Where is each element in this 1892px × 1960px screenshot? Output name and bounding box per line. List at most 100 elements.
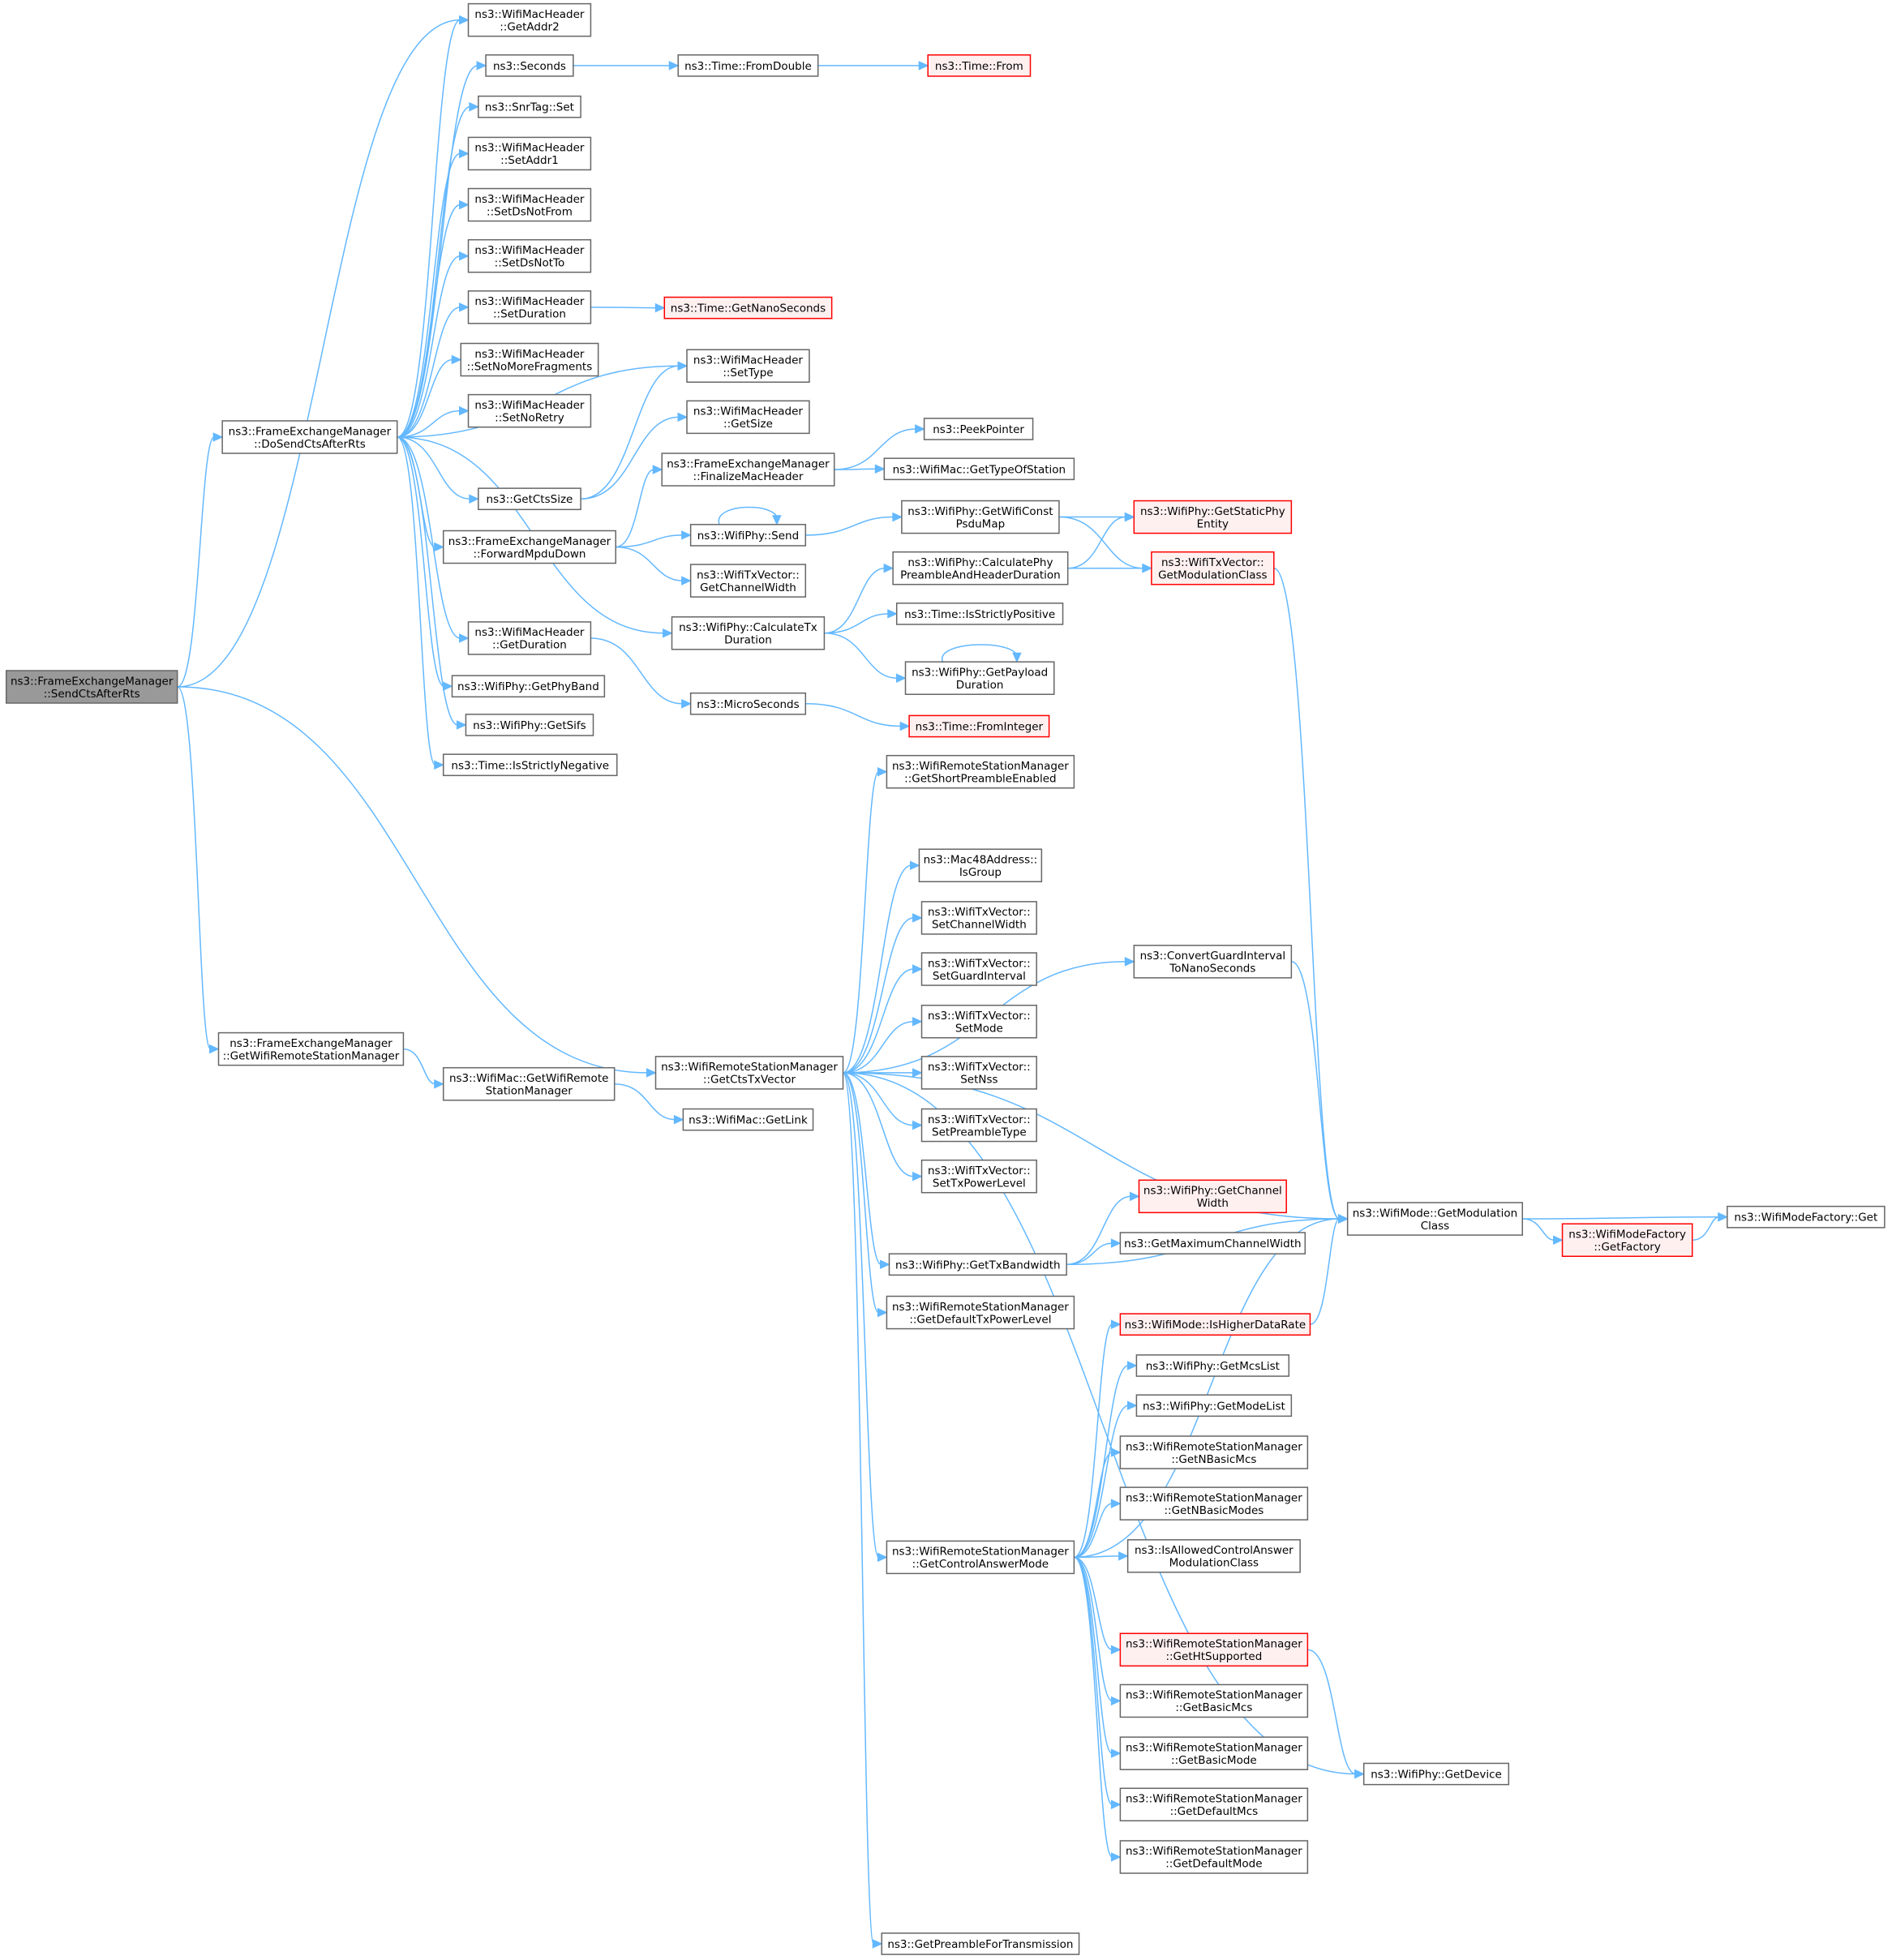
node-getduration[interactable]: ns3::WifiMacHeader::GetDuration	[467, 621, 592, 655]
node-setnoretry[interactable]: ns3::WifiMacHeader::SetNoRetry	[467, 393, 592, 428]
edge-getctstxvector-to-getdefaulttxpower	[843, 1072, 880, 1314]
node-getbasicmcs[interactable]: ns3::WifiRemoteStationManager::GetBasicM…	[1119, 1683, 1309, 1718]
node-physend[interactable]: ns3::WifiPhy::Send	[689, 524, 807, 547]
edge-gettxbw-to-phygetchannelwidth	[1066, 1195, 1131, 1265]
edge-getctstxvector-to-getpreamblefortx	[842, 1072, 874, 1945]
node-snrset[interactable]: ns3::SnrTag::Set	[478, 95, 581, 118]
arrowhead-getctstxvector-to-setchannelwidth	[912, 913, 923, 923]
node-setdsnotto[interactable]: ns3::WifiMacHeader::SetDsNotTo	[467, 238, 592, 273]
node-setchannelwidth[interactable]: ns3::WifiTxVector::SetChannelWidth	[920, 901, 1037, 935]
node-modegetmodclass[interactable]: ns3::WifiMode::GetModulationClass	[1346, 1202, 1524, 1236]
node-setpreamble[interactable]: ns3::WifiTxVector::SetPreambleType	[920, 1108, 1037, 1143]
node-dosend[interactable]: ns3::FrameExchangeManager::DoSendCtsAfte…	[221, 420, 398, 454]
node-settxpower[interactable]: ns3::WifiTxVector::SetTxPowerLevel	[920, 1159, 1037, 1194]
edge-getctstxvector-to-setmode	[843, 1020, 914, 1074]
node-getsize[interactable]: ns3::WifiMacHeader::GetSize	[686, 400, 810, 435]
node-gettxbw[interactable]: ns3::WifiPhy::GetTxBandwidth	[888, 1253, 1067, 1276]
node-box-getdefaultmode	[1119, 1840, 1309, 1874]
arrowhead-getcontrolanswer-to-getmcslist	[1126, 1361, 1138, 1370]
node-getaddr2[interactable]: ns3::WifiMacHeader::GetAddr2	[467, 2, 592, 37]
node-getnbasicmodes[interactable]: ns3::WifiRemoteStationManager::GetNBasic…	[1119, 1486, 1309, 1520]
edge-root-to-dosend	[177, 436, 215, 688]
node-gethtsupported[interactable]: ns3::WifiRemoteStationManager::GetHtSupp…	[1119, 1632, 1309, 1667]
edge-dosend-to-getsifs	[397, 436, 458, 726]
node-seconds[interactable]: ns3::Seconds	[485, 54, 574, 77]
node-root[interactable]: ns3::FrameExchangeManager::SendCtsAfterR…	[5, 670, 178, 704]
node-setmode[interactable]: ns3::WifiTxVector::SetMode	[920, 1004, 1037, 1039]
node-phygetchannelwidth[interactable]: ns3::WifiPhy::GetChannelWidth	[1138, 1179, 1287, 1214]
arrowhead-forwardmpdu-to-finalize	[652, 465, 663, 474]
node-box-modegetmodclass	[1346, 1202, 1524, 1236]
node-microseconds[interactable]: ns3::MicroSeconds	[689, 692, 807, 715]
node-isallowedctrl[interactable]: ns3::IsAllowedControlAnswerModulationCla…	[1126, 1539, 1301, 1573]
arrowhead-dosend-to-getduration	[459, 633, 470, 643]
node-getfactory[interactable]: ns3::WifiModeFactory::GetFactory	[1561, 1223, 1693, 1257]
node-getnbasicmcs[interactable]: ns3::WifiRemoteStationManager::GetNBasic…	[1119, 1435, 1309, 1469]
node-label-getnbasicmcs-0: ns3::WifiRemoteStationManager	[1126, 1440, 1302, 1453]
node-box-microseconds	[689, 692, 807, 715]
node-getdefaultmode[interactable]: ns3::WifiRemoteStationManager::GetDefaul…	[1119, 1840, 1309, 1874]
node-modefactoryget[interactable]: ns3::WifiModeFactory::Get	[1727, 1205, 1886, 1229]
node-setaddr1[interactable]: ns3::WifiMacHeader::SetAddr1	[467, 136, 592, 171]
node-setdsnotfrom[interactable]: ns3::WifiMacHeader::SetDsNotFrom	[467, 187, 592, 222]
node-macgetwrsm[interactable]: ns3::WifiMac::GetWifiRemoteStationManage…	[442, 1066, 616, 1101]
node-getchannelwidthtx[interactable]: ns3::WifiTxVector::GetChannelWidth	[689, 564, 807, 598]
node-timefrom[interactable]: ns3::Time::From	[927, 54, 1032, 77]
node-getnanosec[interactable]: ns3::Time::GetNanoSeconds	[663, 296, 833, 320]
node-label-setnomorefrag-0: ns3::WifiMacHeader	[474, 348, 585, 361]
node-label-setdsnotto-0: ns3::WifiMacHeader	[474, 244, 585, 257]
node-getmodelist[interactable]: ns3::WifiPhy::GetModeList	[1135, 1394, 1293, 1417]
node-isstrictlypos[interactable]: ns3::Time::IsStrictlyPositive	[895, 603, 1064, 625]
node-finalize[interactable]: ns3::FrameExchangeManager::FinalizeMacHe…	[661, 452, 835, 487]
node-getshortpreamble[interactable]: ns3::WifiRemoteStationManager::GetShortP…	[886, 754, 1075, 789]
node-gettypeofstation[interactable]: ns3::WifiMac::GetTypeOfStation	[883, 457, 1075, 481]
node-isgroup[interactable]: ns3::Mac48Address::IsGroup	[918, 848, 1043, 882]
node-getdefaultmcs[interactable]: ns3::WifiRemoteStationManager::GetDefaul…	[1119, 1787, 1309, 1822]
node-getphyband[interactable]: ns3::WifiPhy::GetPhyBand	[451, 675, 606, 698]
node-ishigherdatarate[interactable]: ns3::WifiMode::IsHigherDataRate	[1119, 1313, 1311, 1336]
node-peekpointer[interactable]: ns3::PeekPointer	[923, 418, 1034, 440]
node-settype[interactable]: ns3::WifiMacHeader::SetType	[686, 349, 810, 383]
node-box-timefrom	[927, 54, 1032, 77]
edge-forwardmpdu-to-finalize	[616, 469, 654, 548]
node-getctssize[interactable]: ns3::GetCtsSize	[478, 487, 581, 511]
node-box-getnbasicmcs	[1119, 1435, 1309, 1469]
node-box-setdsnotfrom	[467, 187, 592, 222]
node-forwardmpdu[interactable]: ns3::FrameExchangeManager::ForwardMpduDo…	[442, 530, 616, 564]
node-box-gettypeofstation	[883, 457, 1075, 481]
node-txgetmodclass[interactable]: ns3::WifiTxVector::GetModulationClass	[1151, 551, 1275, 585]
node-getmcslist[interactable]: ns3::WifiPhy::GetMcsList	[1135, 1354, 1290, 1377]
node-fromdouble[interactable]: ns3::Time::FromDouble	[677, 54, 819, 77]
arrowhead-getctstxvector-to-setguard	[912, 964, 923, 974]
edge-dosend-to-setnomorefrag	[397, 358, 453, 438]
node-isstrictlyneg[interactable]: ns3::Time::IsStrictlyNegative	[442, 753, 618, 777]
node-label-getpreamblefortx-0: ns3::GetPreambleForTransmission	[887, 1938, 1073, 1951]
node-getlink[interactable]: ns3::WifiMac::GetLink	[682, 1108, 814, 1131]
node-label-getctstxvector-0: ns3::WifiRemoteStationManager	[661, 1061, 838, 1074]
node-getdevice[interactable]: ns3::WifiPhy::GetDevice	[1362, 1762, 1510, 1786]
node-getsifs[interactable]: ns3::WifiPhy::GetSifs	[465, 714, 594, 736]
node-getcontrolanswer[interactable]: ns3::WifiRemoteStationManager::GetContro…	[886, 1540, 1075, 1575]
node-setnss[interactable]: ns3::WifiTxVector::SetNss	[920, 1056, 1037, 1090]
node-box-macgetwrsm	[442, 1066, 616, 1101]
node-getmaxchannelwidth[interactable]: ns3::GetMaximumChannelWidth	[1119, 1232, 1306, 1254]
node-getwrsm[interactable]: ns3::FrameExchangeManager::GetWifiRemote…	[217, 1031, 405, 1066]
node-getbasicmode[interactable]: ns3::WifiRemoteStationManager::GetBasicM…	[1119, 1736, 1309, 1770]
node-fromint[interactable]: ns3::Time::FromInteger	[908, 714, 1050, 738]
arrowhead-microseconds-to-fromint	[899, 721, 911, 731]
node-setduration[interactable]: ns3::WifiMacHeader::SetDuration	[467, 290, 592, 324]
node-box-getphyband	[451, 675, 606, 698]
node-label-gethtsupported-1: ::GetHtSupported	[1165, 1650, 1262, 1663]
node-setnomorefrag[interactable]: ns3::WifiMacHeader::SetNoMoreFragments	[460, 342, 599, 377]
arrowhead-getcontrolanswer-to-getnbasicmcs	[1110, 1447, 1122, 1457]
node-setguard[interactable]: ns3::WifiTxVector::SetGuardInterval	[920, 952, 1037, 986]
node-getpreamblefortx[interactable]: ns3::GetPreambleForTransmission	[881, 1932, 1080, 1955]
node-getctstxvector[interactable]: ns3::WifiRemoteStationManager::GetCtsTxV…	[654, 1056, 844, 1090]
node-getdefaulttxpower[interactable]: ns3::WifiRemoteStationManager::GetDefaul…	[886, 1295, 1075, 1330]
node-calcpreamble[interactable]: ns3::WifiPhy::CalculatePhyPreambleAndHea…	[892, 551, 1069, 585]
